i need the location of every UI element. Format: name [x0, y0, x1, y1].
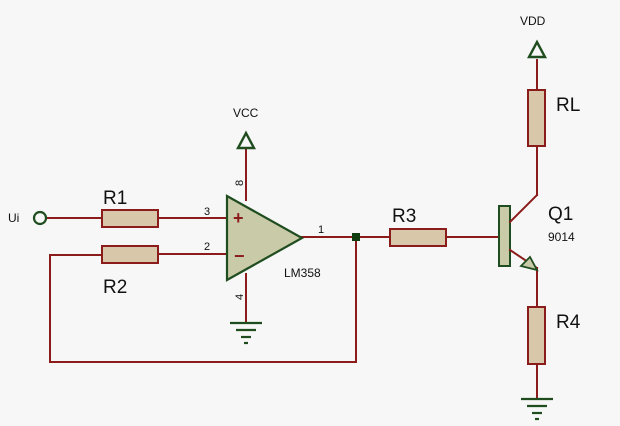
vcc-power-symbol: VCC — [233, 106, 259, 150]
opamp-pin3-label: 3 — [204, 206, 210, 218]
opamp-pin8-label: 8 — [234, 180, 246, 186]
resistor-rl-label: RL — [556, 95, 580, 116]
vdd-label: VDD — [520, 14, 546, 28]
vcc-arrow-icon — [236, 130, 256, 150]
resistor-r2-label: R2 — [103, 277, 127, 298]
input-terminal-circle — [32, 210, 48, 226]
vdd-power-symbol: VDD — [520, 14, 547, 59]
vcc-label: VCC — [233, 106, 259, 120]
resistor-rl: RL — [527, 89, 580, 147]
opamp-minus-sign: − — [234, 246, 245, 266]
resistor-r4: R4 — [527, 306, 581, 365]
transistor-ref-label: Q1 — [548, 204, 573, 225]
resistor-r3-label: R3 — [392, 206, 416, 227]
transistor-q1: Q1 9014 — [498, 193, 575, 272]
opamp-pin4-label: 4 — [234, 294, 246, 300]
input-label: Ui — [8, 211, 19, 225]
resistor-r2: R2 — [101, 245, 159, 298]
junction-dot — [352, 233, 360, 241]
opamp-pin2-label: 2 — [204, 241, 210, 253]
transistor-part-label: 9014 — [548, 230, 575, 244]
resistor-r2-body — [101, 245, 159, 264]
opamp-ground — [230, 321, 262, 345]
resistor-r1: R1 — [101, 188, 159, 228]
resistor-rl-body — [527, 89, 546, 147]
opamp-pin1-label: 1 — [318, 224, 324, 236]
emitter-arrow-icon — [519, 255, 539, 272]
wires — [45, 59, 538, 399]
vdd-arrow-icon — [527, 39, 547, 59]
transistor-collector-lead — [508, 193, 539, 224]
transistor-base-bar — [498, 205, 511, 267]
opamp-plus-sign: + — [233, 208, 244, 228]
opamp-triangle — [225, 194, 305, 282]
opamp-part-label: LM358 — [284, 266, 321, 280]
input-terminal: Ui — [8, 210, 48, 226]
emitter-ground — [521, 397, 553, 421]
resistor-r4-label: R4 — [556, 312, 581, 333]
resistor-r4-body — [527, 306, 546, 365]
resistor-r3: R3 — [389, 206, 447, 247]
resistor-r3-body — [389, 228, 447, 247]
resistor-r1-label: R1 — [103, 188, 127, 209]
resistor-r1-body — [101, 209, 159, 228]
wire-feedback-loop — [49, 236, 357, 363]
opamp-lm358: + − 3 2 1 8 4 LM358 — [204, 180, 324, 300]
